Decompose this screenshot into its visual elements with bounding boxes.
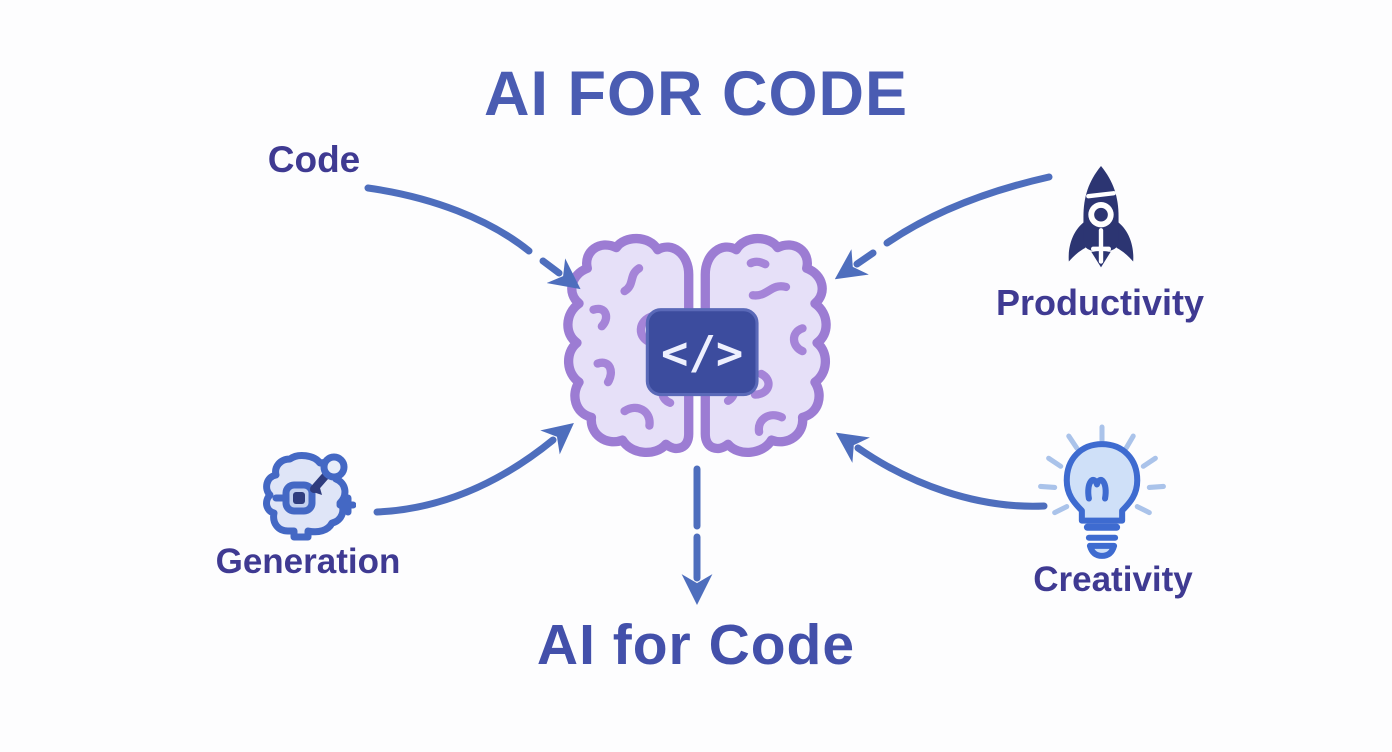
node-label-generation: Generation xyxy=(215,542,401,581)
arrow-generation-to-brain xyxy=(373,423,574,516)
arrow-code-to-brain xyxy=(364,184,581,290)
node-label-creativity: Creativity xyxy=(1033,560,1193,599)
code-block xyxy=(645,308,759,397)
result-label: AI for Code xyxy=(536,613,856,677)
node-label-productivity: Productivity xyxy=(995,282,1205,323)
brain-icon: </> xyxy=(563,233,831,457)
arrow-productivity-to-brain xyxy=(834,173,1053,280)
diagram-title: AI FOR CODE xyxy=(483,59,908,129)
node-label-code: Code xyxy=(267,139,361,180)
arrow-creativity-to-brain xyxy=(835,432,1048,510)
ai-generation-icon xyxy=(263,452,356,541)
code-symbol: </> xyxy=(661,327,743,380)
brain-right-hemisphere xyxy=(700,233,831,457)
rocket-icon xyxy=(1068,165,1134,268)
lightbulb-icon xyxy=(1038,424,1166,559)
